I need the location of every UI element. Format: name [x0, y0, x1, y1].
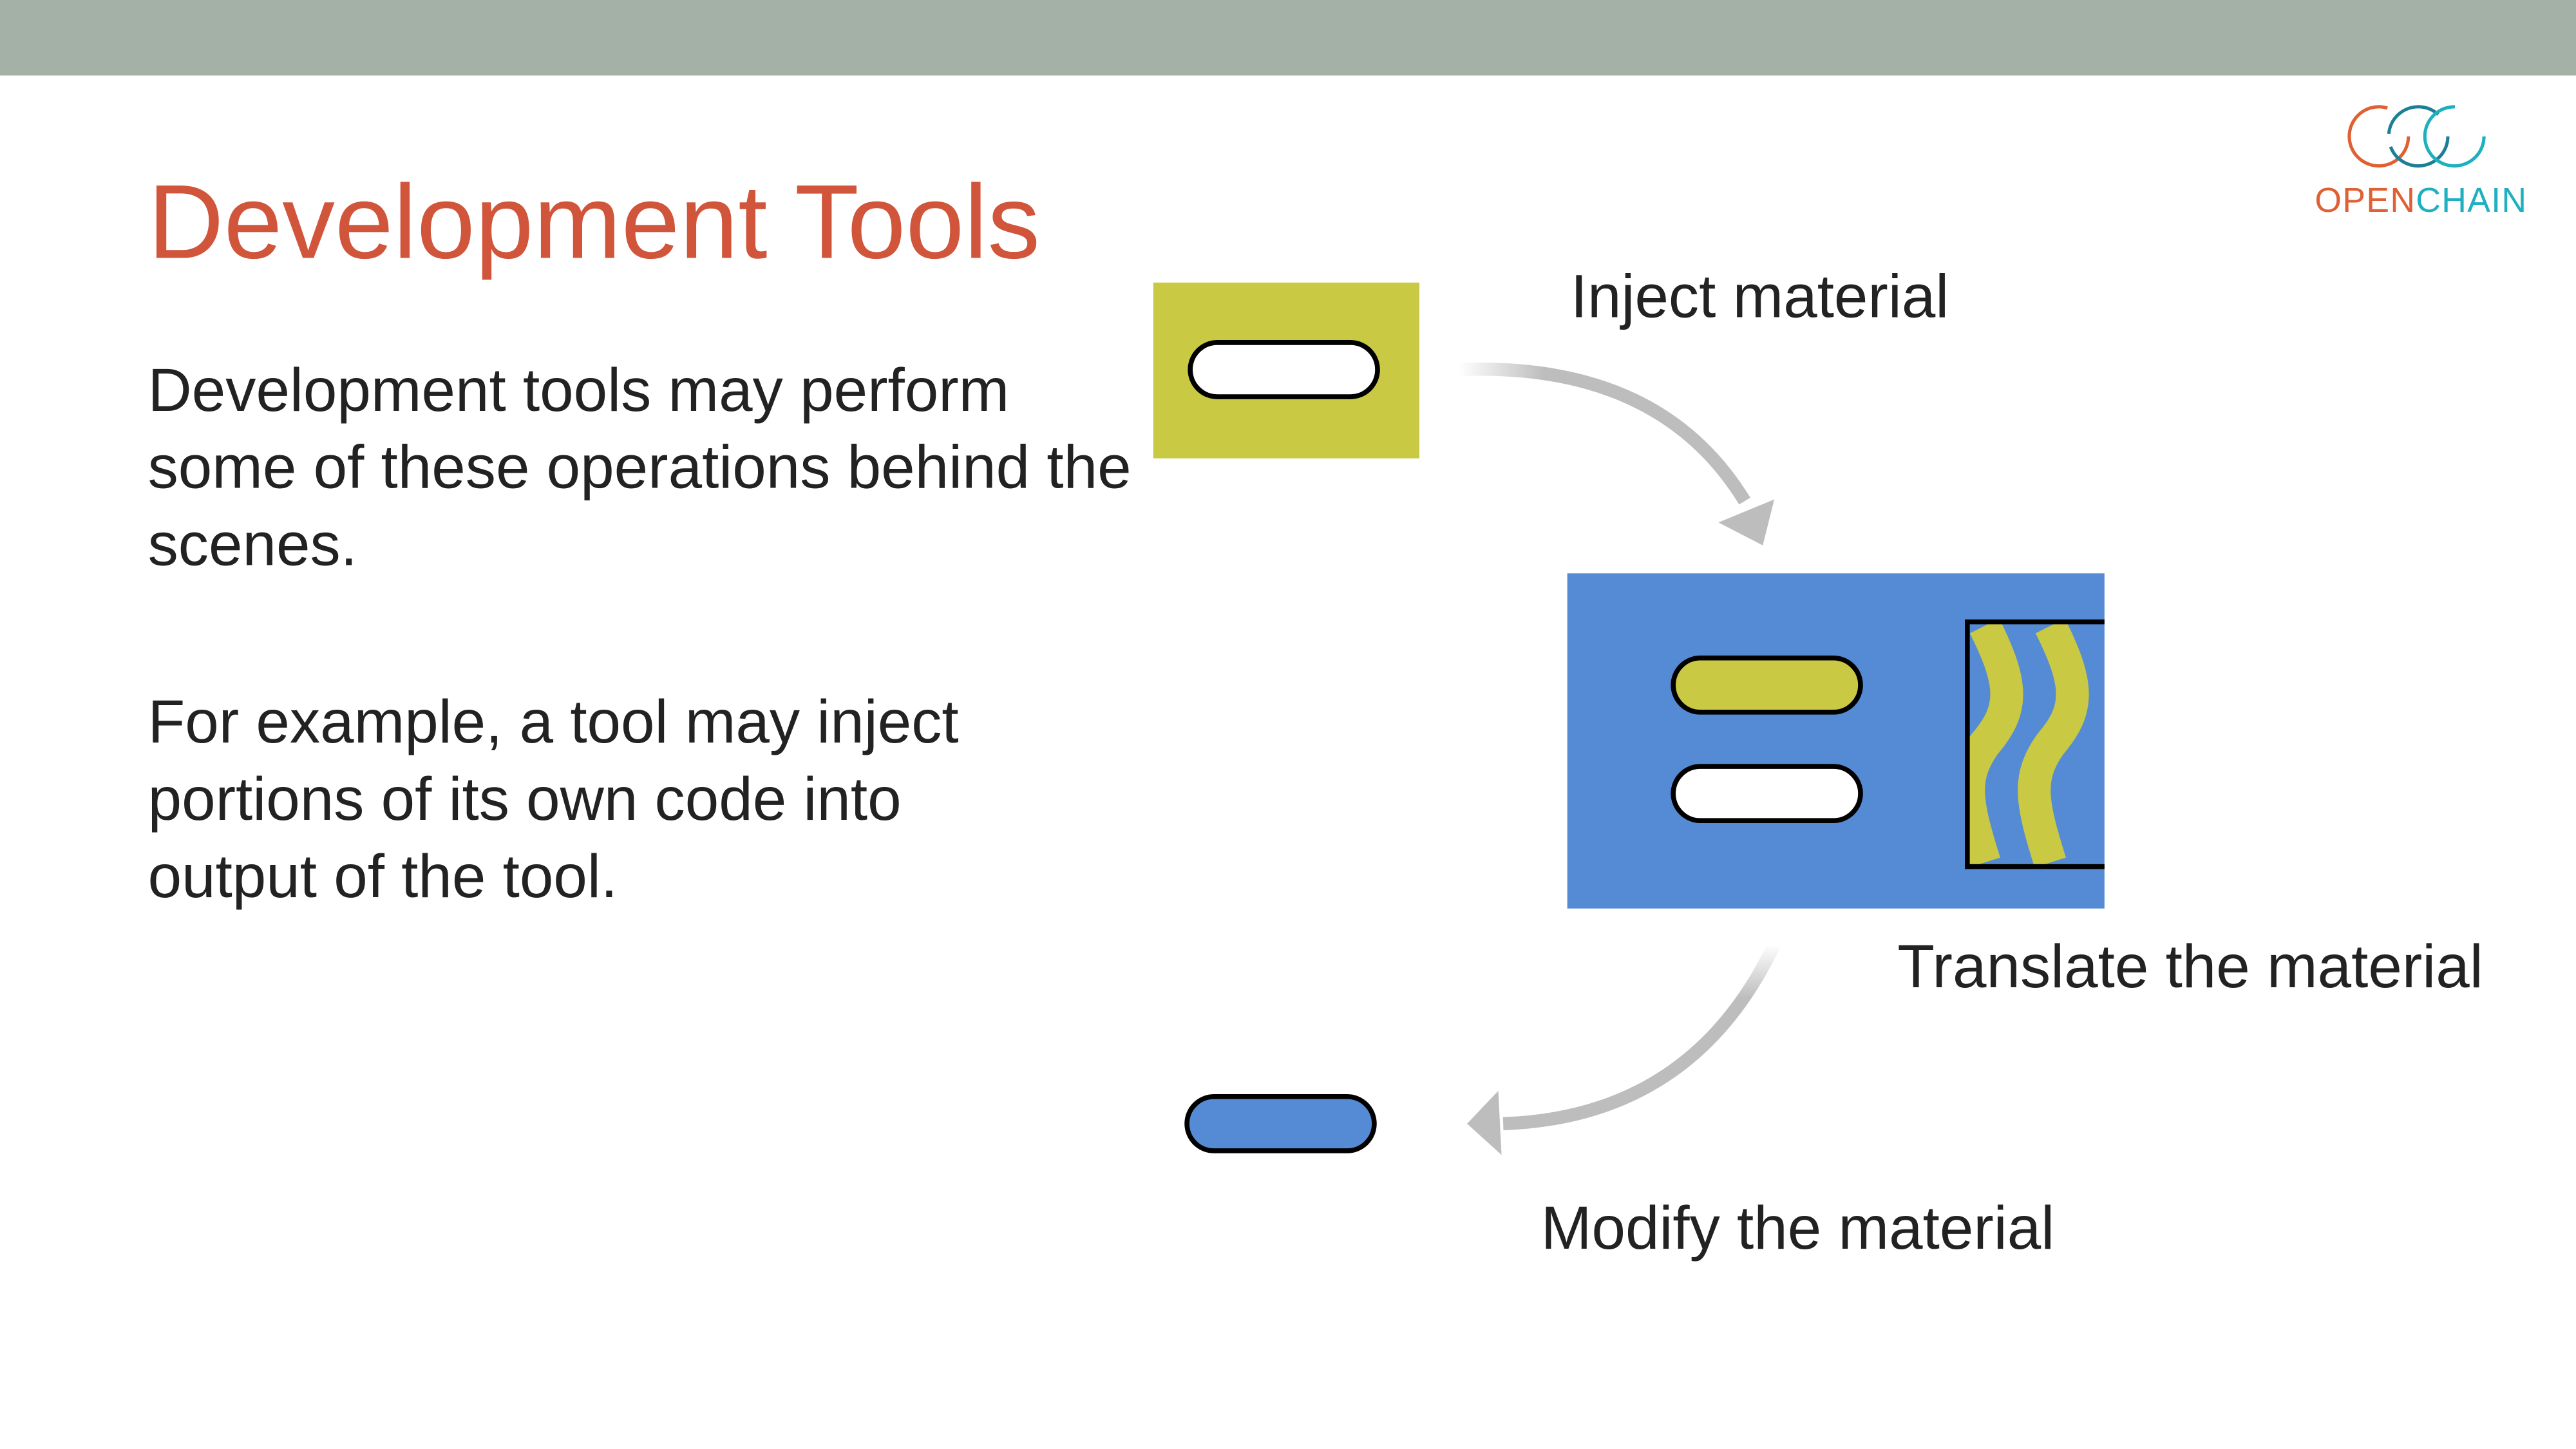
- arrow-inject: [1458, 363, 1775, 545]
- white-pill: [1188, 340, 1380, 399]
- modify-label: Modify the material: [1540, 1194, 2055, 1262]
- slide-title: Development Tools: [147, 162, 1041, 281]
- logo-text: OPENCHAIN: [2315, 182, 2527, 222]
- yellow-pill: [1671, 655, 1863, 715]
- logo-chain: CHAIN: [2416, 182, 2528, 220]
- translate-label: Translate the material: [1897, 933, 2483, 1001]
- openchain-logo: [2346, 102, 2494, 171]
- top-bar: [0, 0, 2576, 76]
- paragraph-2: For example, a tool may inject portions …: [147, 688, 959, 911]
- inject-label: Inject material: [1570, 263, 1949, 330]
- translate-box: [1567, 573, 2105, 909]
- inject-box: [1153, 282, 1420, 459]
- logo-open: OPEN: [2315, 182, 2416, 220]
- wavy-pattern: [1964, 619, 2105, 869]
- blue-pill: [1184, 1094, 1377, 1153]
- paragraph-1: Development tools may perform some of th…: [147, 356, 1132, 578]
- chain-rings-icon: [2347, 105, 2486, 168]
- white-pill: [1671, 764, 1863, 824]
- arrow-modify: [1467, 942, 1781, 1155]
